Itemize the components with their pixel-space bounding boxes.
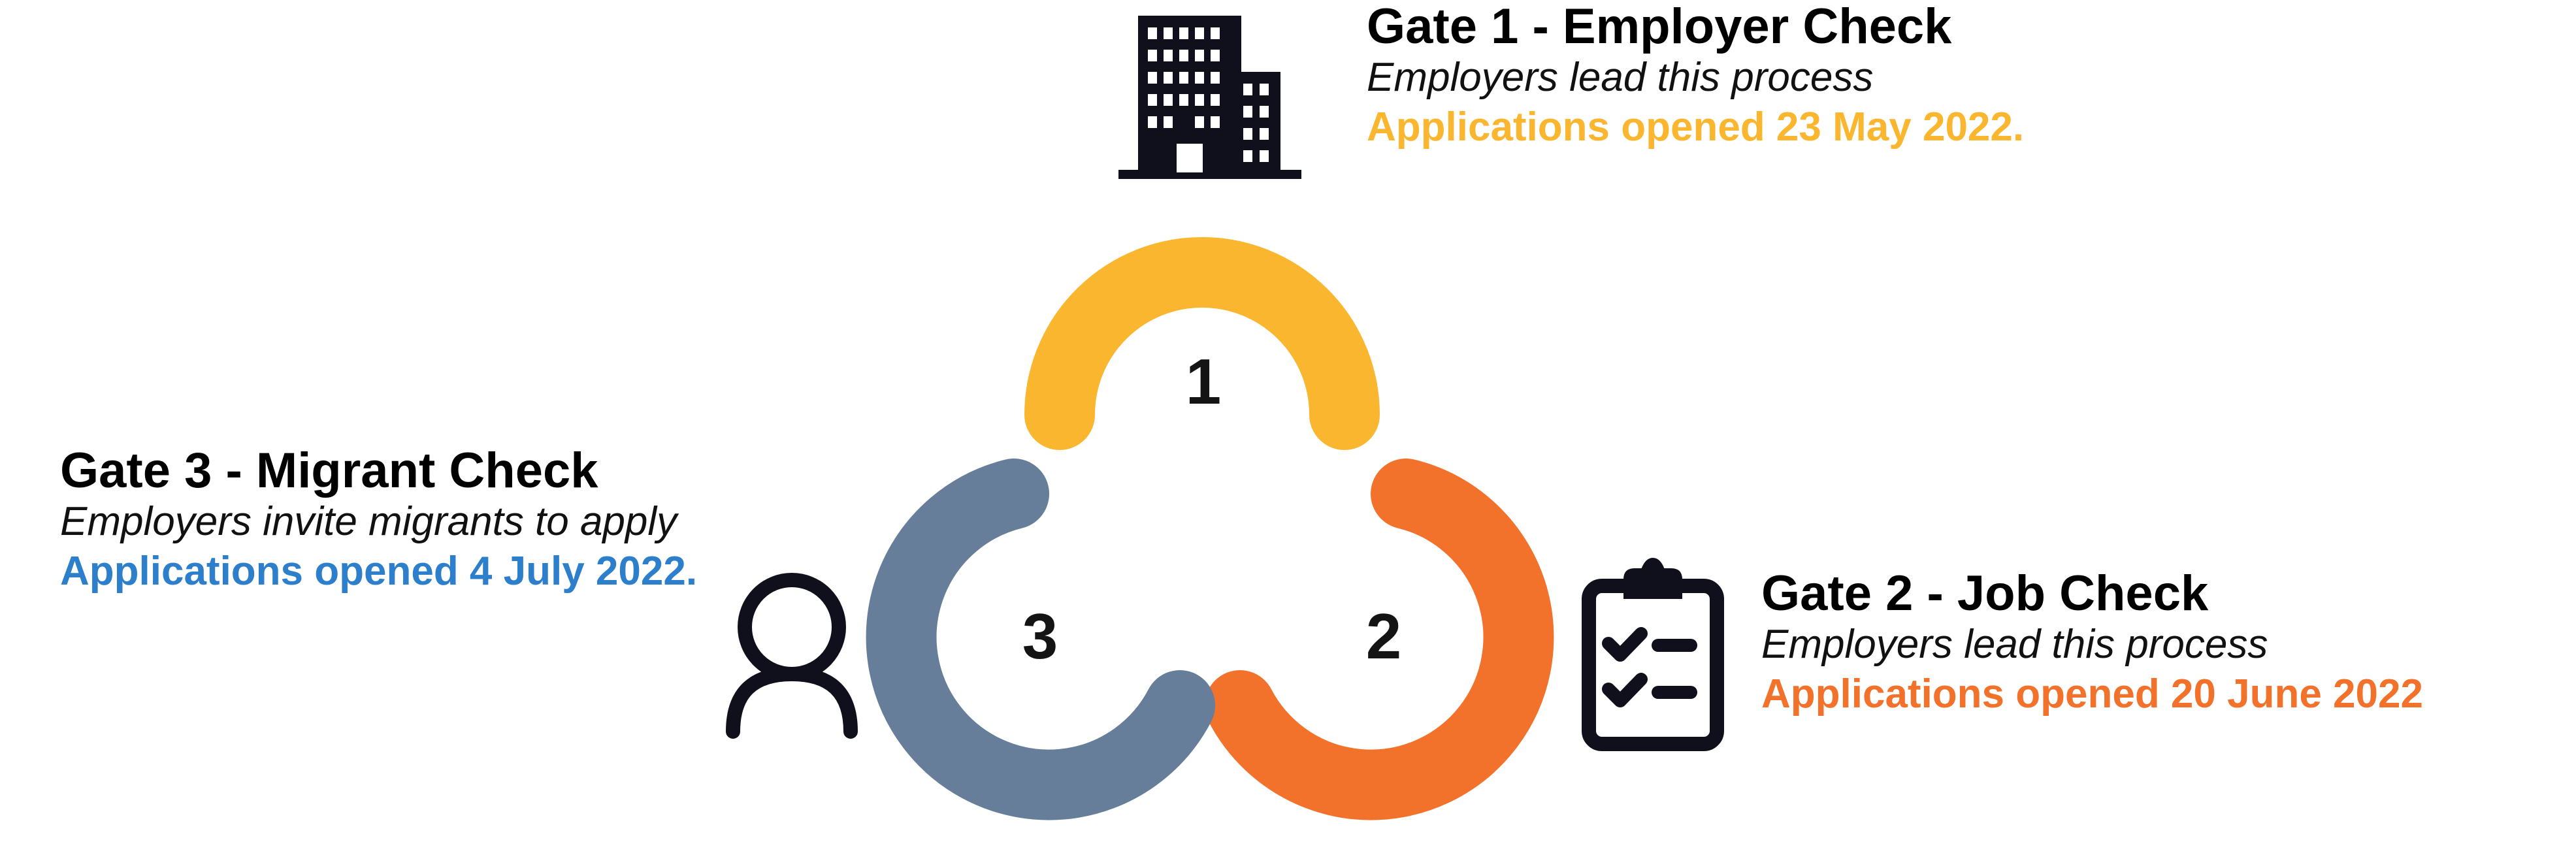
gate-3-arc bbox=[866, 459, 1215, 820]
gate-1-arc bbox=[1024, 237, 1380, 450]
gate-2-subtitle: Employers lead this process bbox=[1761, 622, 2268, 668]
gate-2-arc bbox=[1205, 459, 1554, 820]
gate-2-title: Gate 2 - Job Check bbox=[1761, 566, 2209, 621]
gate-2-info: Gate 2 - Job Check Employers lead this p… bbox=[1761, 566, 2423, 720]
gate-3-subtitle: Employers invite migrants to apply bbox=[60, 499, 677, 545]
gate-1-number: 1 bbox=[1186, 346, 1222, 417]
gate-3-title: Gate 3 - Migrant Check bbox=[60, 443, 598, 498]
gate-3-info: Gate 3 - Migrant Check Employers invite … bbox=[60, 444, 697, 597]
gate-1-date: Applications opened 23 May 2022. bbox=[1367, 105, 2025, 150]
office-building-icon bbox=[1118, 16, 1301, 179]
gate-2-date: Applications opened 20 June 2022 bbox=[1761, 671, 2423, 717]
clipboard-checklist-icon bbox=[1582, 557, 1724, 751]
gate-2-number: 2 bbox=[1366, 600, 1402, 672]
gate-1-info: Gate 1 - Employer Check Employers lead t… bbox=[1367, 0, 2024, 153]
gate-1-subtitle: Employers lead this process bbox=[1367, 55, 1874, 101]
gate-3-date: Applications opened 4 July 2022. bbox=[60, 549, 698, 594]
gate-1-title: Gate 1 - Employer Check bbox=[1367, 0, 1952, 54]
gate-3-number: 3 bbox=[1022, 600, 1058, 672]
person-icon bbox=[726, 573, 858, 739]
